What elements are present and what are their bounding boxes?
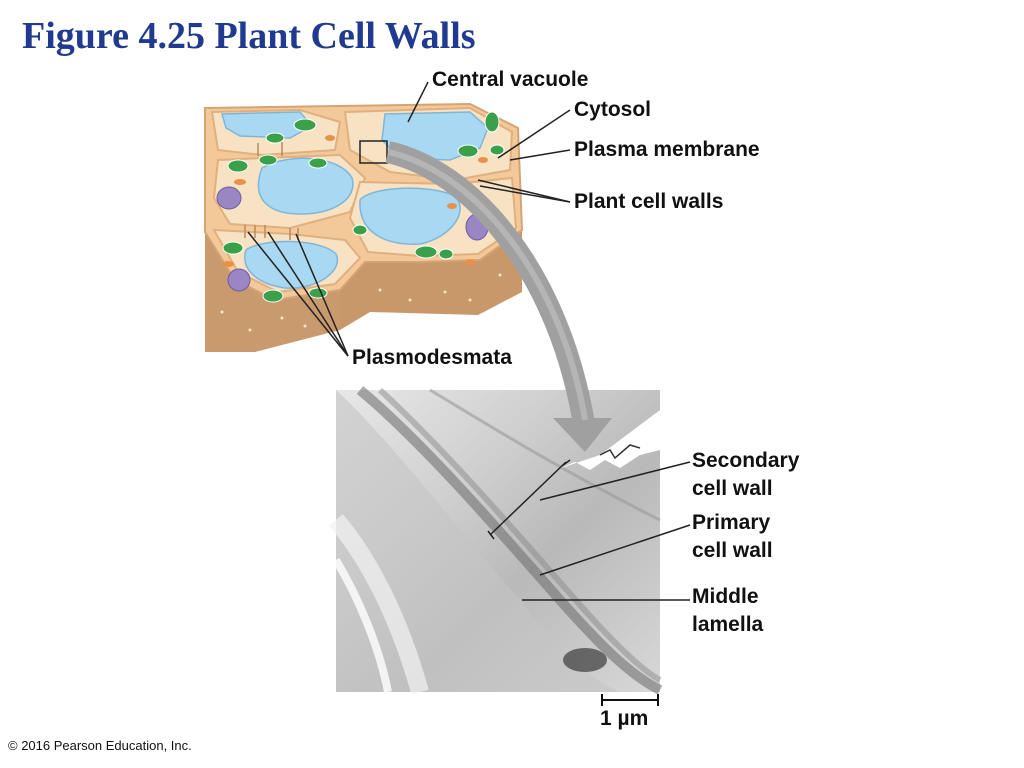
side-texture (220, 273, 502, 332)
label-secondary-cell-wall: Secondary cell wall (692, 449, 800, 500)
scale-bar-line (601, 694, 659, 706)
page-title: Figure 4.25 Plant Cell Walls (22, 15, 476, 57)
label-plant-cell-walls: Plant cell walls (574, 190, 724, 213)
label-cytosol: Cytosol (574, 98, 652, 121)
micrograph (329, 386, 663, 695)
scale-bar-label: 1 µm (600, 707, 649, 730)
vacuoles (221, 111, 489, 289)
label-plasmodesmata: Plasmodesmata (352, 346, 512, 369)
label-plasma-membrane: Plasma membrane (574, 138, 760, 161)
leader-lines (247, 81, 691, 601)
label-middle-lamella: Middle lamella (692, 585, 764, 636)
zoom-arrow (385, 141, 612, 452)
mitochondria (222, 135, 488, 267)
copyright: © 2016 Pearson Education, Inc. (8, 738, 192, 753)
label-central-vacuole: Central vacuole (432, 68, 589, 91)
zoom-box (359, 140, 388, 164)
label-primary-cell-wall: Primary cell wall (692, 511, 773, 562)
